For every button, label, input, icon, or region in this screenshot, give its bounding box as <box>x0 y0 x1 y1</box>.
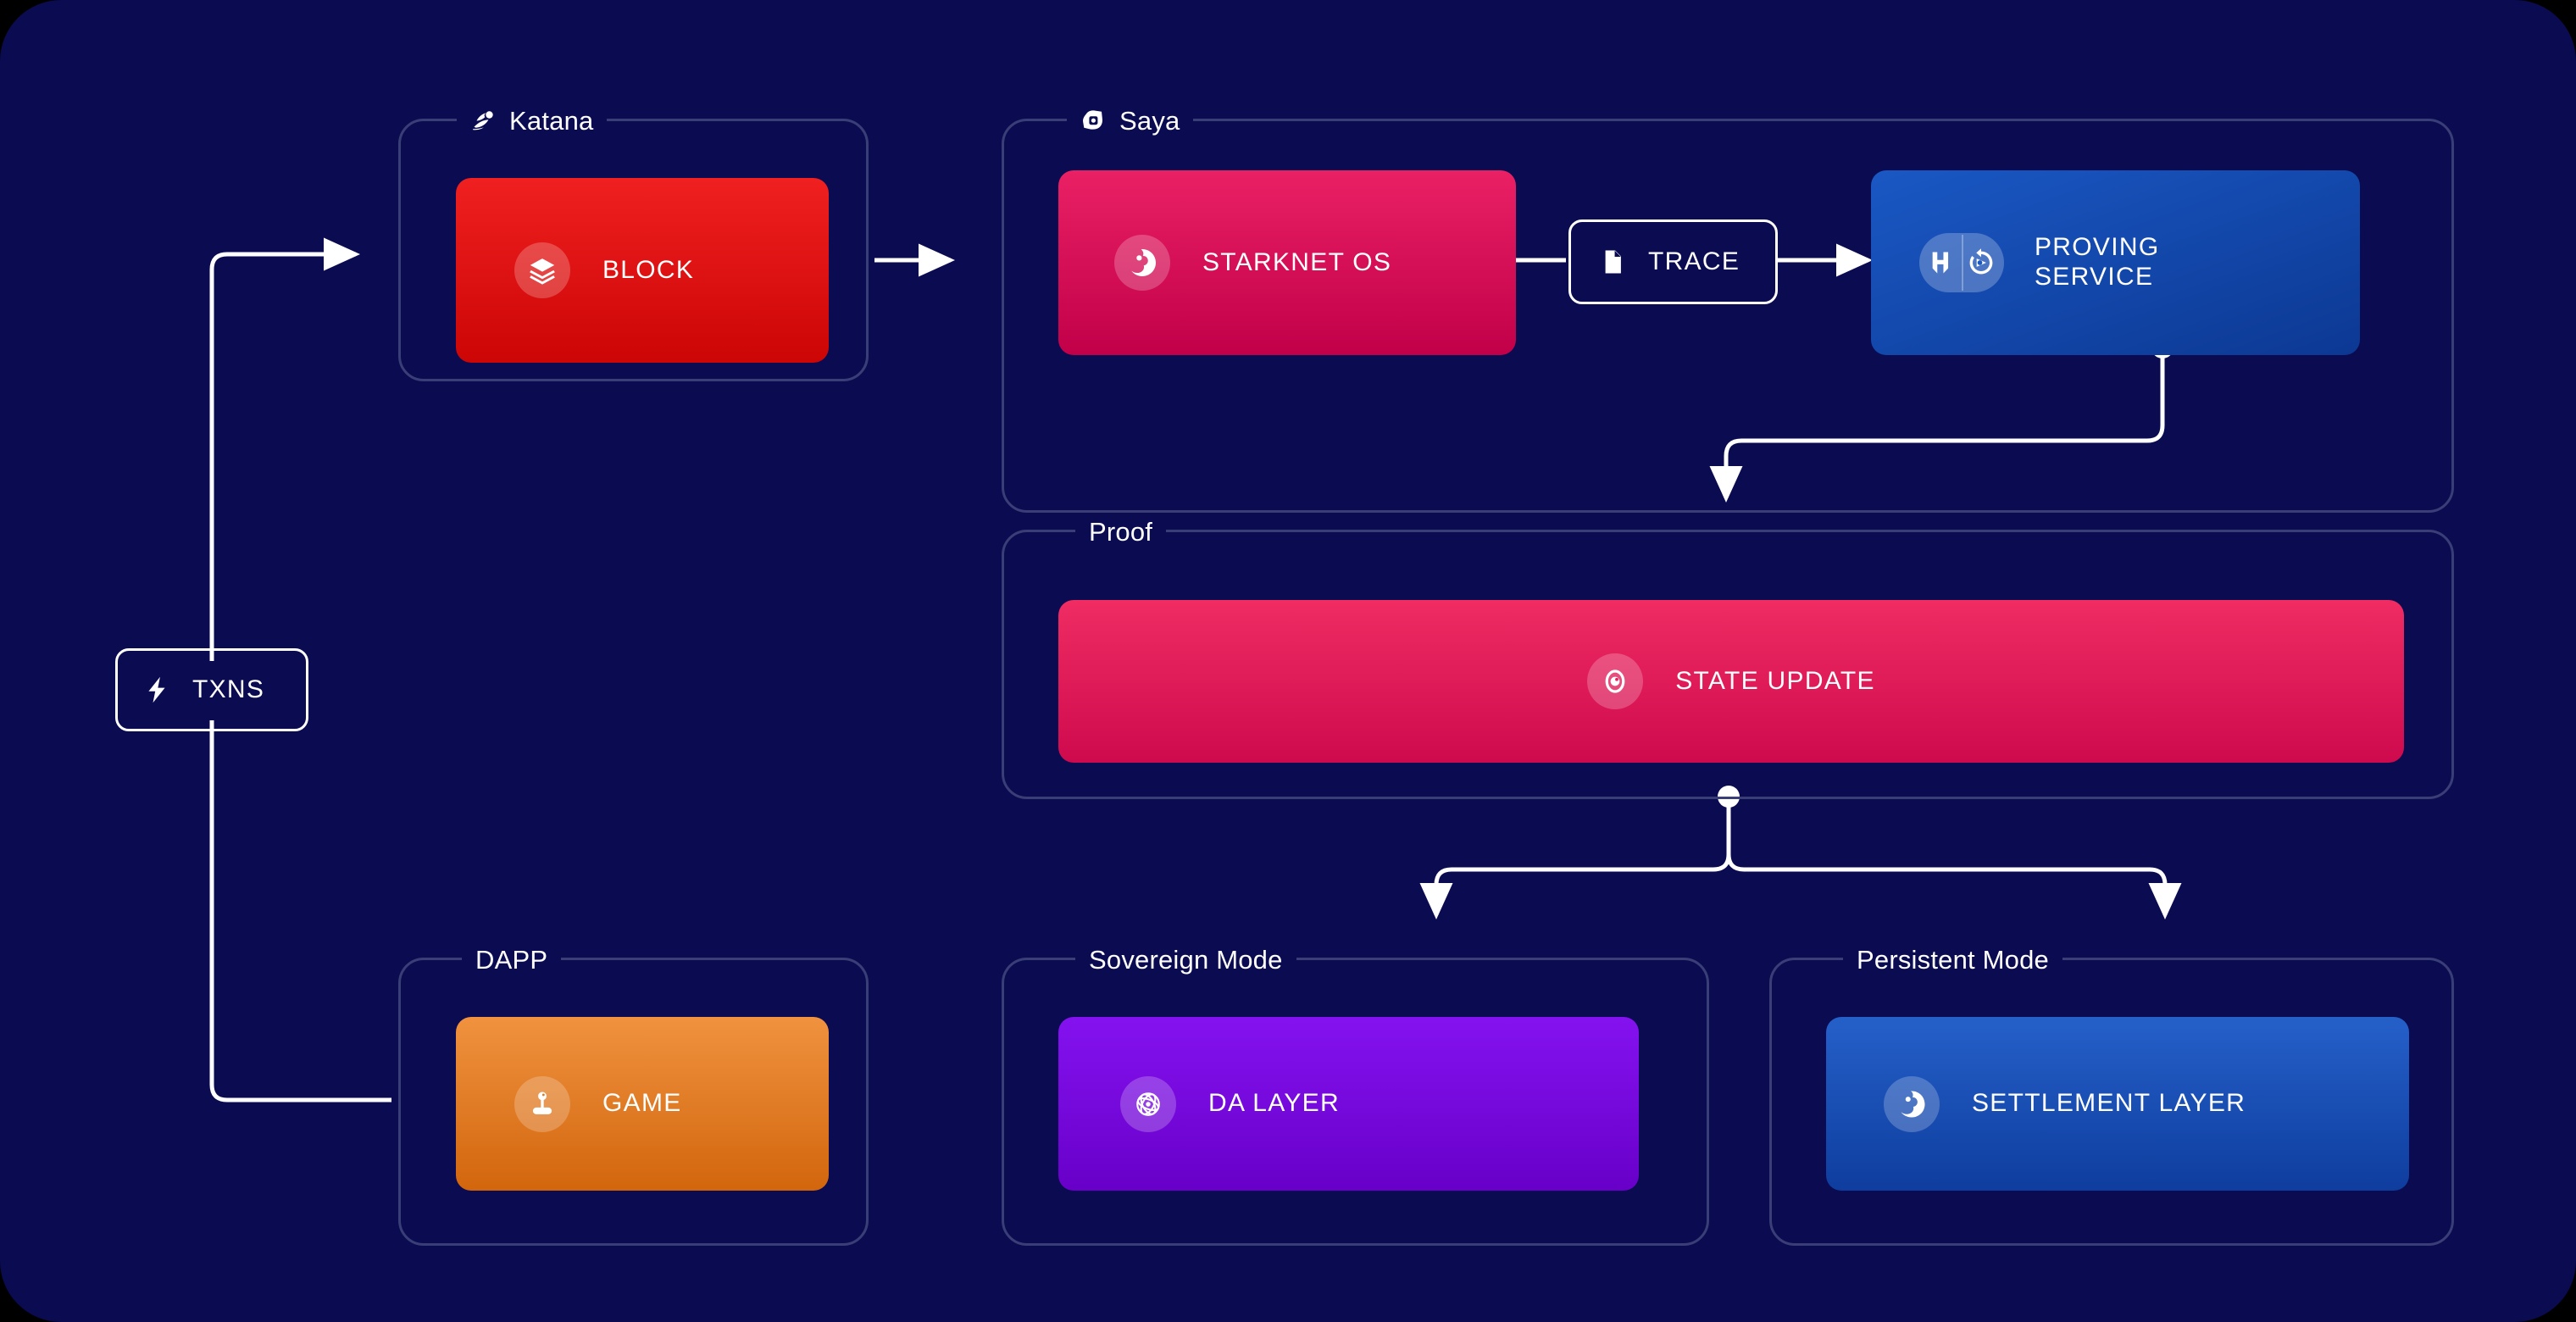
starknet-swirl-icon-wrap <box>1884 1075 1940 1132</box>
group-sovereign-mode-legend: Sovereign Mode <box>1075 942 1296 978</box>
node-trace[interactable]: TRACE <box>1568 219 1778 304</box>
card-settlement-layer[interactable]: SETTLEMENT LAYER <box>1826 1017 2409 1191</box>
group-katana: Katana BLOCK <box>398 103 869 381</box>
wire-proof-to-settlement-layer <box>1726 803 2182 920</box>
eye-icon <box>1605 669 1625 693</box>
node-trace-label: TRACE <box>1648 247 1740 275</box>
group-proof: Proof STATE UPDATE <box>1002 514 2454 799</box>
card-da-layer[interactable]: DA LAYER <box>1058 1017 1639 1191</box>
group-dapp-legend: DAPP <box>462 942 562 978</box>
card-state-update-label: STATE UPDATE <box>1675 666 1875 695</box>
card-proving-service-label: PROVING SERVICE <box>2035 233 2160 291</box>
group-dapp: DAPP GAME <box>398 942 869 1246</box>
lightning-bolt-icon <box>148 676 165 703</box>
layers-icon <box>530 258 555 285</box>
wire-txns-to-block <box>209 237 361 661</box>
group-saya: Saya STARKNET OS TRACE <box>1002 103 2454 513</box>
card-block-label: BLOCK <box>602 255 695 284</box>
group-dapp-label: DAPP <box>475 945 548 975</box>
starknet-icon <box>1131 249 1156 276</box>
group-proof-label: Proof <box>1089 517 1153 547</box>
celestia-icon <box>1136 1091 1160 1116</box>
group-sovereign-mode-label: Sovereign Mode <box>1089 945 1283 975</box>
joystick-icon <box>532 1091 552 1114</box>
card-block[interactable]: BLOCK <box>456 178 829 363</box>
celestia-icon-wrap <box>1120 1075 1176 1132</box>
card-da-layer-label: DA LAYER <box>1208 1089 1340 1118</box>
card-settlement-layer-label: SETTLEMENT LAYER <box>1972 1089 2246 1118</box>
wire-txns-to-game <box>209 720 391 1103</box>
card-game-label: GAME <box>602 1089 682 1118</box>
herodotus-atlantic-icon-wrap <box>1919 233 2004 292</box>
card-proving-service[interactable]: PROVING SERVICE <box>1871 170 2360 355</box>
icon-divider <box>1962 235 1963 291</box>
saya-square-icon <box>1083 110 1102 130</box>
group-persistent-mode-legend: Persistent Mode <box>1843 942 2062 978</box>
card-starknet-os[interactable]: STARKNET OS <box>1058 170 1516 355</box>
starknet-icon-wrap <box>1114 235 1170 291</box>
group-katana-legend: Katana <box>457 103 608 139</box>
atlantic-prover-icon <box>1969 248 1993 275</box>
card-state-update[interactable]: STATE UPDATE <box>1058 600 2404 763</box>
joystick-icon-wrap <box>514 1075 570 1132</box>
group-saya-label: Saya <box>1119 106 1180 136</box>
node-txns-label: TXNS <box>192 675 265 703</box>
document-file-icon <box>1605 250 1621 274</box>
eye-icon-wrap <box>1587 653 1644 709</box>
group-katana-label: Katana <box>509 106 594 136</box>
group-saya-legend: Saya <box>1067 103 1194 139</box>
group-proof-legend: Proof <box>1075 514 1167 550</box>
group-persistent-mode-label: Persistent Mode <box>1857 945 2049 975</box>
katana-leaf-icon <box>473 111 493 131</box>
card-starknet-os-label: STARKNET OS <box>1202 247 1392 276</box>
layers-icon-wrap <box>514 242 570 298</box>
starknet-swirl-icon <box>1901 1091 1925 1117</box>
node-txns[interactable]: TXNS <box>115 648 308 731</box>
herodotus-h-icon <box>1932 252 1949 274</box>
group-persistent-mode: Persistent Mode SETTLEMENT LAYER <box>1769 942 2454 1246</box>
card-game[interactable]: GAME <box>456 1017 829 1191</box>
group-sovereign-mode: Sovereign Mode DA LAYER <box>1002 942 1709 1246</box>
wire-proof-to-da-layer <box>1419 803 1731 920</box>
